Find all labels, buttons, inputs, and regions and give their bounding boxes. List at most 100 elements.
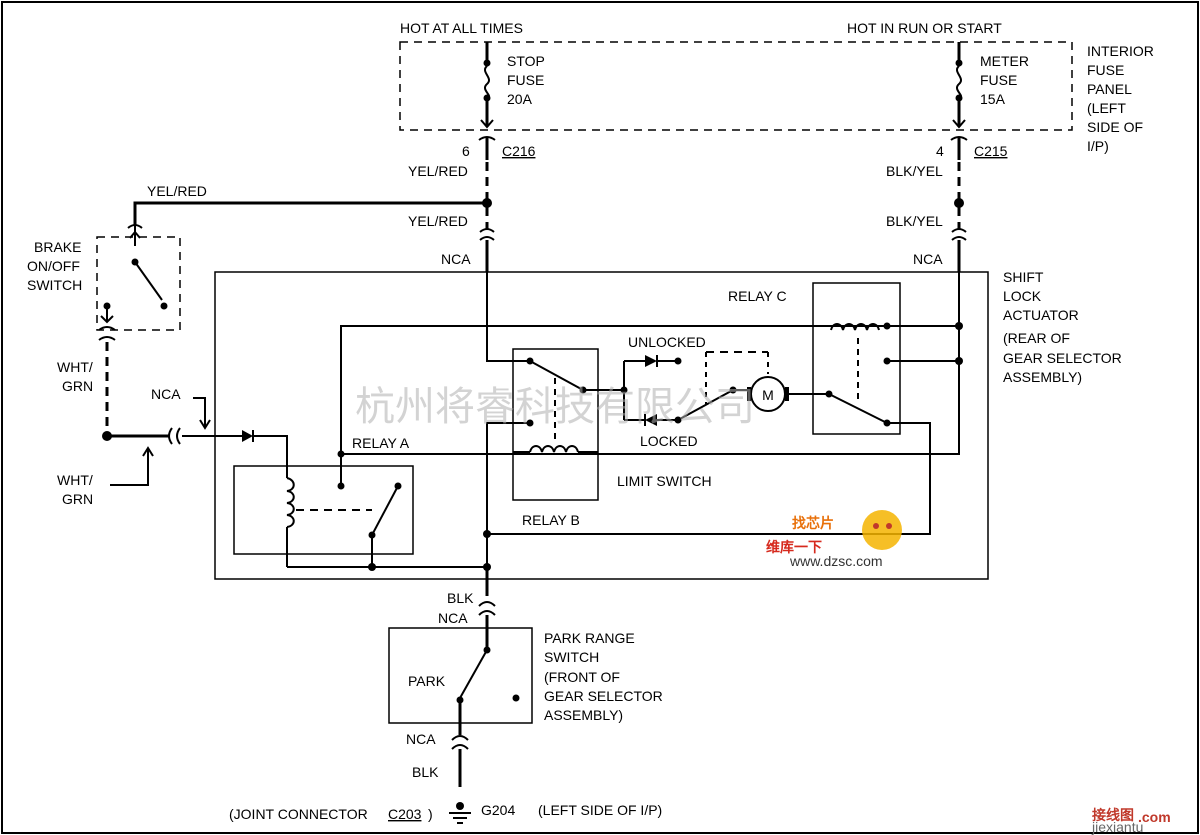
relay-c-label: RELAY C <box>728 288 787 304</box>
meter-fuse <box>952 42 966 129</box>
nca-left-label: NCA <box>441 251 471 267</box>
relay-a-coil <box>286 477 372 567</box>
blk-yel-connector <box>951 228 967 241</box>
corner-com-text: .com <box>1138 809 1171 825</box>
brake-switch-line2: ON/OFF <box>27 258 80 274</box>
relay-a-contact <box>337 482 402 567</box>
park-label: PARK <box>408 673 446 689</box>
shift-lock-line6: ASSEMBLY) <box>1003 369 1082 385</box>
joint-connector-suffix: ) <box>428 806 433 822</box>
nca-park-top-label: NCA <box>438 610 468 626</box>
brake-switch-line1: BRAKE <box>34 239 81 255</box>
shift-lock-line3: ACTUATOR <box>1003 307 1079 323</box>
g204-label: G204 <box>481 802 515 818</box>
limit-switch-label: LIMIT SWITCH <box>617 473 712 489</box>
fuse-panel-line3: PANEL <box>1087 81 1132 97</box>
shift-lock-line5: GEAR SELECTOR <box>1003 350 1122 366</box>
nca-leader-arrow <box>193 397 206 428</box>
park-switch-contact <box>456 646 520 735</box>
meter-feed-wire <box>341 272 960 455</box>
relay-a-box <box>233 465 414 555</box>
hot-at-all-times-label: HOT AT ALL TIMES <box>400 20 523 36</box>
blk-yel-label-2: BLK/YEL <box>886 213 943 229</box>
meter-fuse-line3: 15A <box>980 91 1006 107</box>
corner-cn-text: 接线图 <box>1092 807 1134 823</box>
relay-c-box <box>812 282 901 435</box>
wht-grn-2-line2: GRN <box>62 491 93 507</box>
wht-grn-1-line1: WHT/ <box>57 359 93 375</box>
motor-label: M <box>762 387 774 403</box>
fuse-panel-line5: SIDE OF <box>1087 119 1143 135</box>
unlocked-label: UNLOCKED <box>628 334 706 350</box>
relay-c-ground-wire <box>487 422 931 535</box>
dzsc-logo-watermark: 找芯片 维库一下 www.dzsc.com <box>766 510 902 569</box>
stop-fuse-line3: 20A <box>507 91 533 107</box>
brake-feed-wire <box>133 201 487 226</box>
pin-4-label: 4 <box>936 143 944 159</box>
yel-red-connector <box>479 228 495 241</box>
ground-connector <box>451 735 469 750</box>
wht-grn-connector <box>168 427 181 445</box>
corner-url-text: jiexiantu <box>1091 819 1143 835</box>
blk-connector <box>478 601 496 616</box>
fuse-panel-line1: INTERIOR <box>1087 43 1154 59</box>
yel-red-label-3: YEL/RED <box>147 183 207 199</box>
jiexiantu-corner-watermark: 接线图 .com jiexiantu <box>1091 807 1171 835</box>
brake-switch-box <box>96 236 181 331</box>
blk-yel-splice <box>954 198 964 208</box>
stop-fuse-line1: STOP <box>507 53 545 69</box>
park-range-line2: SWITCH <box>544 649 599 665</box>
wht-grn-2-line1: WHT/ <box>57 472 93 488</box>
wht-grn-1-line2: GRN <box>62 378 93 394</box>
stop-feed-wire <box>486 272 530 362</box>
connector-c216 <box>478 136 496 160</box>
connector-c215 <box>950 136 968 160</box>
company-watermark: 杭州将睿科技有限公司 <box>355 384 755 430</box>
logo-top-text: 找芯片 <box>792 515 834 531</box>
brake-switch <box>98 224 168 341</box>
meter-fuse-line2: FUSE <box>980 72 1017 88</box>
shift-lock-line1: SHIFT <box>1003 269 1044 285</box>
fuse-panel-line4: (LEFT <box>1087 100 1126 116</box>
stop-fuse <box>480 42 494 129</box>
left-side-ip-label: (LEFT SIDE OF I/P) <box>538 802 662 818</box>
fuse-panel-line6: I/P) <box>1087 138 1109 154</box>
nca-right-label: NCA <box>913 251 943 267</box>
c203-label: C203 <box>388 806 422 822</box>
blk-top-label: BLK <box>447 590 474 606</box>
park-range-line5: ASSEMBLY) <box>544 707 623 723</box>
yel-red-label-1: YEL/RED <box>408 163 468 179</box>
c216-label: C216 <box>502 143 536 159</box>
yel-red-label-2: YEL/RED <box>408 213 468 229</box>
relay-a-label: RELAY A <box>352 435 410 451</box>
pin-6-label: 6 <box>462 143 470 159</box>
locked-label: LOCKED <box>640 433 698 449</box>
stop-fuse-line2: FUSE <box>507 72 544 88</box>
brake-switch-line3: SWITCH <box>27 277 82 293</box>
relay-c-contact <box>825 357 891 427</box>
hot-in-run-or-start-label: HOT IN RUN OR START <box>847 20 1002 36</box>
relay-a-output-wire <box>340 325 887 486</box>
nca-wht-label: NCA <box>151 386 181 402</box>
wht-grn-leader-arrow <box>110 448 149 486</box>
joint-connector-prefix: (JOINT CONNECTOR <box>229 806 368 822</box>
shift-lock-actuator-box <box>214 271 989 580</box>
unlocked-diode <box>624 355 682 367</box>
c215-label: C215 <box>974 143 1008 159</box>
meter-fuse-line1: METER <box>980 53 1029 69</box>
relay-c-coil <box>830 322 891 400</box>
interior-fuse-panel-box <box>399 41 1073 131</box>
relay-b-label: RELAY B <box>522 512 580 528</box>
park-range-line4: GEAR SELECTOR <box>544 688 663 704</box>
park-range-line3: (FRONT OF <box>544 669 620 685</box>
logo-bottom-text: 维库一下 <box>766 539 822 555</box>
park-range-line1: PARK RANGE <box>544 630 635 646</box>
motor: M <box>747 376 789 412</box>
shift-lock-line4: (REAR OF <box>1003 330 1070 346</box>
logo-url-text: www.dzsc.com <box>789 553 883 569</box>
nca-park-bottom-label: NCA <box>406 731 436 747</box>
ground-symbol <box>449 802 471 824</box>
relay-b-box <box>512 348 599 501</box>
